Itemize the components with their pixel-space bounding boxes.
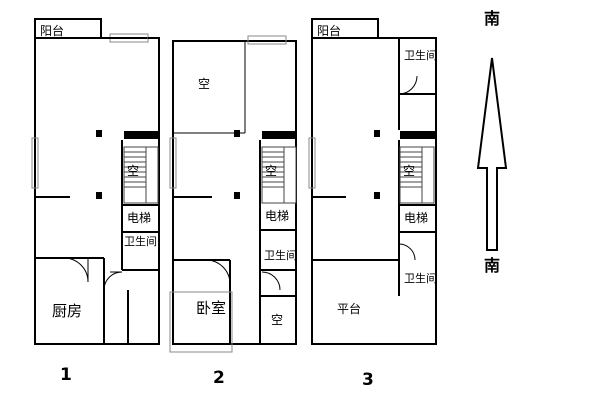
label-bathroom-bottom-3: 卫生间: [404, 272, 437, 285]
label-bedroom-2: 卧室: [196, 299, 227, 317]
label-bathroom-1: 卫生间: [124, 235, 157, 248]
compass-label-south: 南: [484, 9, 501, 28]
label-elevator-1: 电梯: [127, 211, 152, 225]
north-south-arrow-icon: [476, 57, 508, 251]
label-elevator-3: 电梯: [404, 211, 429, 225]
label-empty-small-2: 空: [271, 313, 284, 327]
label-kitchen-1: 厨房: [52, 302, 83, 320]
floor-2-walls: [169, 40, 297, 353]
floor-1-walls: [34, 18, 160, 345]
stairs: [123, 146, 435, 204]
label-empty-1: 空: [127, 164, 140, 178]
label-balcony-1: 阳台: [40, 24, 65, 38]
label-empty-stair-2: 空: [265, 164, 278, 178]
label-balcony-3: 阳台: [317, 24, 342, 38]
label-elevator-2: 电梯: [265, 209, 290, 223]
floor-3-walls: [311, 18, 437, 345]
label-empty-top-2: 空: [198, 77, 211, 91]
label-platform-3: 平台: [337, 302, 362, 316]
columns: [96, 130, 436, 199]
label-bathroom-2: 卫生间: [264, 249, 297, 262]
label-empty-3: 空: [403, 164, 416, 178]
floor-number-2: 2: [213, 368, 225, 388]
floor-number-3: 3: [362, 370, 374, 390]
compass-label-south-bottom: 南: [484, 256, 501, 275]
label-bathroom-top-3: 卫生间: [404, 49, 437, 62]
floor-number-1: 1: [60, 365, 72, 385]
